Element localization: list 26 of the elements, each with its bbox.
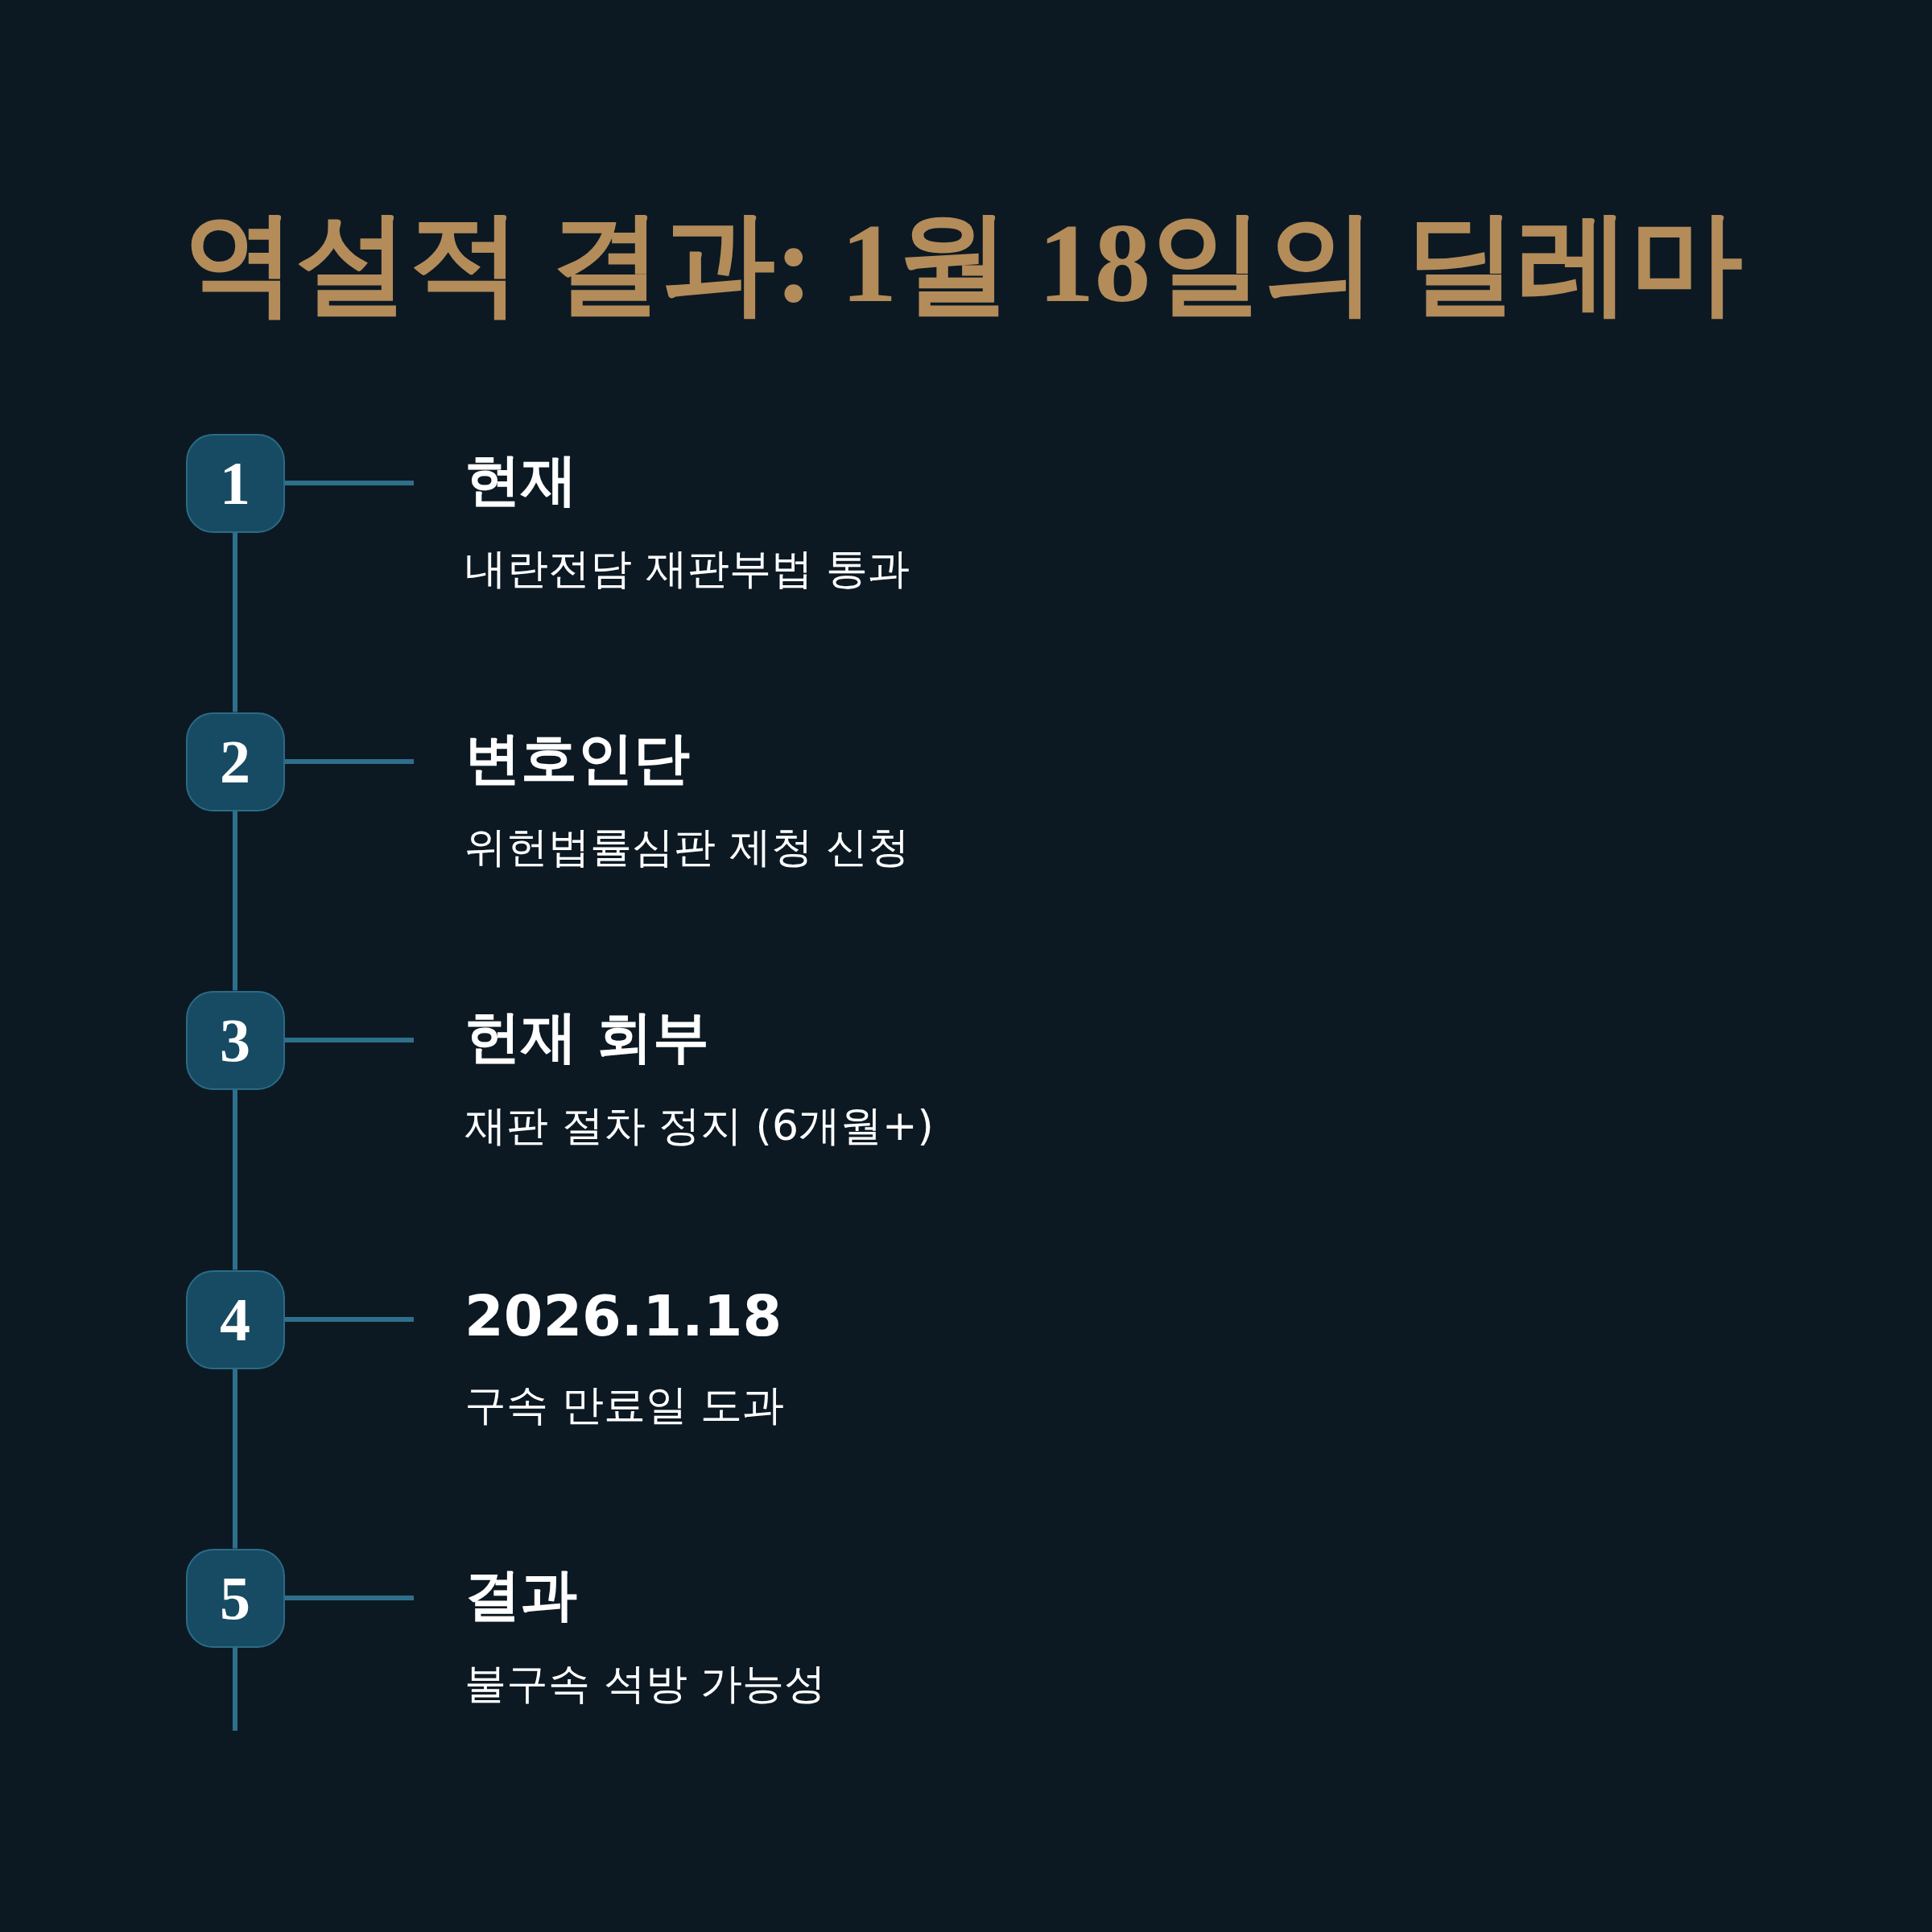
connector-line <box>233 811 237 991</box>
step-heading: 변호인단 <box>464 728 691 790</box>
number-badge: 2 <box>185 712 285 811</box>
step-description: 불구속 석방 가능성 <box>464 1658 828 1709</box>
connector-line <box>284 759 414 764</box>
number-badge: 4 <box>185 1269 285 1369</box>
step-heading: 현재 <box>464 449 578 511</box>
number-badge: 3 <box>185 990 285 1090</box>
title: 역설적 결과: 1월 18일의 딜레마 <box>184 201 1743 325</box>
connector-line <box>284 1317 414 1322</box>
step-heading: 결과 <box>464 1564 578 1626</box>
step-description: 내란전담 재판부법 통과 <box>464 543 911 594</box>
number-badge: 5 <box>185 1548 285 1648</box>
connector-line <box>284 1038 414 1042</box>
connector-line <box>284 481 414 485</box>
connector-line <box>233 1647 237 1731</box>
step-description: 재판 절차 정지 (6개월+) <box>464 1100 935 1151</box>
step-heading: 2026.1.18 <box>464 1286 783 1348</box>
number-badge: 1 <box>185 433 285 533</box>
connector-line <box>233 532 237 712</box>
step-description: 위헌법률심판 제청 신청 <box>464 822 911 873</box>
step-heading: 헌재 회부 <box>464 1006 711 1068</box>
step-description: 구속 만료일 도과 <box>464 1380 786 1430</box>
connector-line <box>233 1089 237 1270</box>
connector-line <box>233 1368 237 1549</box>
connector-line <box>284 1596 414 1600</box>
